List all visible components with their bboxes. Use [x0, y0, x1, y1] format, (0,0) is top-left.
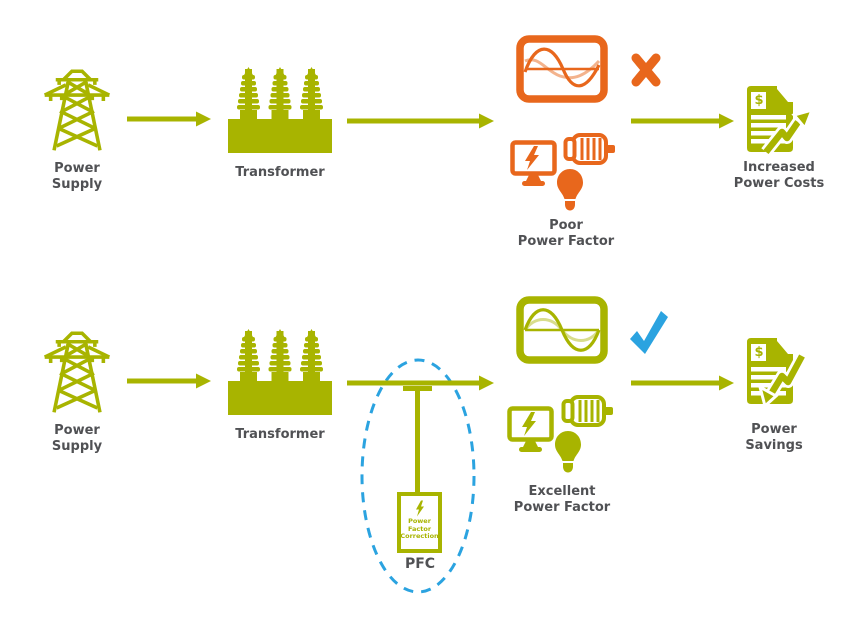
tap-line	[415, 386, 420, 492]
transformer-label: Transformer	[220, 165, 340, 181]
transformer-icon	[228, 329, 332, 415]
pfc-box-text-line: Power	[408, 517, 431, 525]
label-line: Savings	[745, 438, 803, 453]
transmission-tower-icon	[43, 331, 111, 415]
transformer-label: Transformer	[220, 427, 340, 443]
label-line: Excellent	[528, 484, 596, 499]
label-line: Power Costs	[733, 176, 825, 191]
lightning-bolt-icon	[415, 500, 424, 517]
power-supply-label: Power Supply	[17, 423, 137, 455]
lightbulb-icon	[555, 431, 581, 473]
x-mark-icon	[631, 53, 661, 87]
motor-icon	[563, 133, 615, 165]
label-line: Power	[54, 161, 100, 176]
power-supply-label: Power Supply	[17, 161, 137, 193]
label-line: Power	[751, 422, 797, 437]
label-line: Power Factor	[517, 234, 615, 249]
oscilloscope-in-phase-icon	[516, 296, 608, 364]
lightbulb-icon	[557, 169, 583, 211]
label-line: Power Factor	[513, 500, 611, 515]
pfc-box-text-line: Correction	[400, 532, 439, 540]
label-line: Poor	[549, 218, 583, 233]
pfc-label: PFC	[404, 556, 436, 572]
excellent-power-factor-label: Excellent Power Factor	[492, 484, 632, 516]
monitor-icon	[507, 406, 554, 454]
label-line: Transformer	[235, 165, 325, 180]
label-line: Power	[54, 423, 100, 438]
pfc-unit-icon: Power Factor Correction	[397, 492, 442, 553]
flow-arrow	[631, 113, 734, 129]
poor-power-factor-label: Poor Power Factor	[496, 218, 636, 250]
label-line: Increased	[743, 160, 815, 175]
monitor-icon	[510, 140, 557, 188]
label-line: Supply	[51, 177, 103, 192]
increased-power-costs-label: Increased Power Costs	[709, 160, 849, 192]
label-line: Supply	[51, 439, 103, 454]
dashed-ellipse-highlight	[360, 358, 476, 594]
flow-arrow	[127, 111, 211, 127]
flow-arrow	[347, 375, 494, 391]
motor-icon	[561, 395, 613, 427]
flow-arrow	[127, 373, 211, 389]
transmission-tower-icon	[43, 69, 111, 153]
dollar-sign: $	[754, 345, 764, 360]
dollar-sign: $	[754, 93, 764, 108]
pfc-box-text-line: Factor	[407, 524, 432, 533]
oscilloscope-out-of-phase-icon	[516, 35, 608, 103]
check-mark-icon	[630, 311, 668, 354]
power-savings-label: Power Savings	[704, 422, 844, 454]
flow-arrow	[631, 375, 734, 391]
transformer-icon	[228, 67, 332, 153]
label-line: Transformer	[235, 427, 325, 442]
flow-arrow	[347, 113, 494, 129]
